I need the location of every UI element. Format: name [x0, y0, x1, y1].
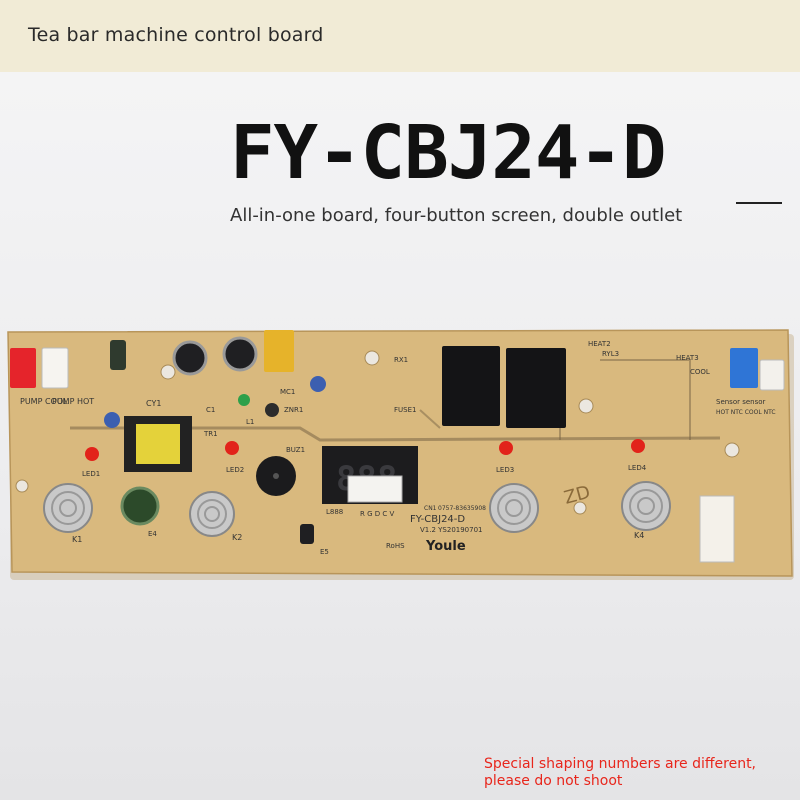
label-c1: C1	[206, 406, 215, 414]
white-connector	[41, 347, 69, 389]
mount-hole	[573, 501, 587, 515]
label-heat2: HEAT2	[588, 340, 611, 348]
capacitor-top	[172, 340, 208, 376]
touch-spring-k2	[189, 491, 235, 537]
label-cy1: CY1	[146, 399, 161, 408]
varistor	[310, 376, 326, 392]
small-capacitor	[300, 524, 314, 544]
label-hot-ntc: HOT NTC COOL NTC	[716, 409, 776, 416]
capacitor-top	[222, 336, 258, 372]
buzzer-hole	[273, 473, 279, 479]
mount-hole	[364, 350, 380, 366]
mount-hole	[15, 479, 29, 493]
label-version: V1.2 YS20190701	[420, 526, 483, 534]
label-buz1: BUZ1	[286, 446, 305, 454]
blue-capacitor	[104, 412, 120, 428]
label-rohs: RoHS	[386, 542, 405, 550]
label-led4: LED4	[628, 464, 647, 472]
white-sensor-connector	[759, 359, 785, 391]
label-mc1: MC1	[280, 388, 295, 396]
label-fuse1: FUSE1	[394, 406, 416, 414]
label-k4: K4	[634, 531, 644, 540]
warning-note: Special shaping numbers are different, p…	[484, 756, 757, 789]
red-connector	[10, 348, 36, 388]
relay	[442, 346, 500, 426]
serial-sticker	[699, 495, 735, 563]
title-underline	[736, 202, 782, 204]
small-inductor	[265, 403, 279, 417]
label-k1: K1	[72, 535, 82, 544]
touch-spring-k1	[43, 483, 93, 533]
relay	[506, 348, 566, 428]
label-board-model: FY-CBJ24-D	[410, 514, 465, 525]
display-connector	[347, 475, 403, 503]
label-rgdcv: R G D C V	[360, 510, 394, 518]
mount-hole	[160, 364, 176, 380]
banner-caption: Tea bar machine control board	[28, 24, 324, 46]
led-red	[499, 441, 513, 455]
label-led1: LED1	[82, 470, 100, 478]
label-cool: COOL	[690, 368, 710, 376]
label-led2: LED2	[226, 466, 244, 474]
label-brand: Youle	[425, 539, 466, 554]
label-l888: L888	[326, 508, 343, 516]
yellow-x-capacitor	[264, 330, 294, 372]
label-l1: L1	[246, 418, 254, 426]
label-rx1: RX1	[394, 356, 408, 364]
touch-spring-k4	[621, 481, 671, 531]
mount-hole	[724, 442, 740, 458]
label-cn1: CN1	[424, 505, 437, 512]
label-heat3: HEAT3	[676, 354, 699, 362]
label-pump-hot: PUMP HOT	[52, 397, 94, 406]
transformer-coil	[136, 424, 180, 464]
small-capacitor	[110, 340, 126, 370]
blue-sensor-connector	[730, 348, 758, 388]
label-e5: E5	[320, 548, 329, 556]
led-red	[225, 441, 239, 455]
label-ryl3: RYL3	[602, 350, 619, 358]
label-pump-cool: PUMP COOL	[20, 397, 68, 406]
label-sensor: Sensor sensor	[716, 398, 766, 406]
circuit-board-photo: PUMP COOL PUMP HOT CY1 C1 L1 MC1 ZNR1 TR…	[7, 329, 794, 580]
label-tr1: TR1	[203, 430, 218, 438]
capacitor-green	[120, 486, 160, 526]
label-e4: E4	[148, 530, 157, 538]
model-title: FY-CBJ24-D	[230, 110, 667, 196]
led-red	[85, 447, 99, 461]
label-znr1: ZNR1	[284, 406, 303, 414]
product-subtitle: All-in-one board, four-button screen, do…	[230, 205, 683, 226]
label-phone: 0757-83635908	[438, 505, 486, 512]
green-component	[238, 394, 250, 406]
top-banner: Tea bar machine control board	[0, 0, 800, 72]
mount-hole	[578, 398, 594, 414]
touch-spring-k3	[489, 483, 539, 533]
led-red	[631, 439, 645, 453]
label-led3: LED3	[496, 466, 514, 474]
label-k2: K2	[232, 533, 242, 542]
